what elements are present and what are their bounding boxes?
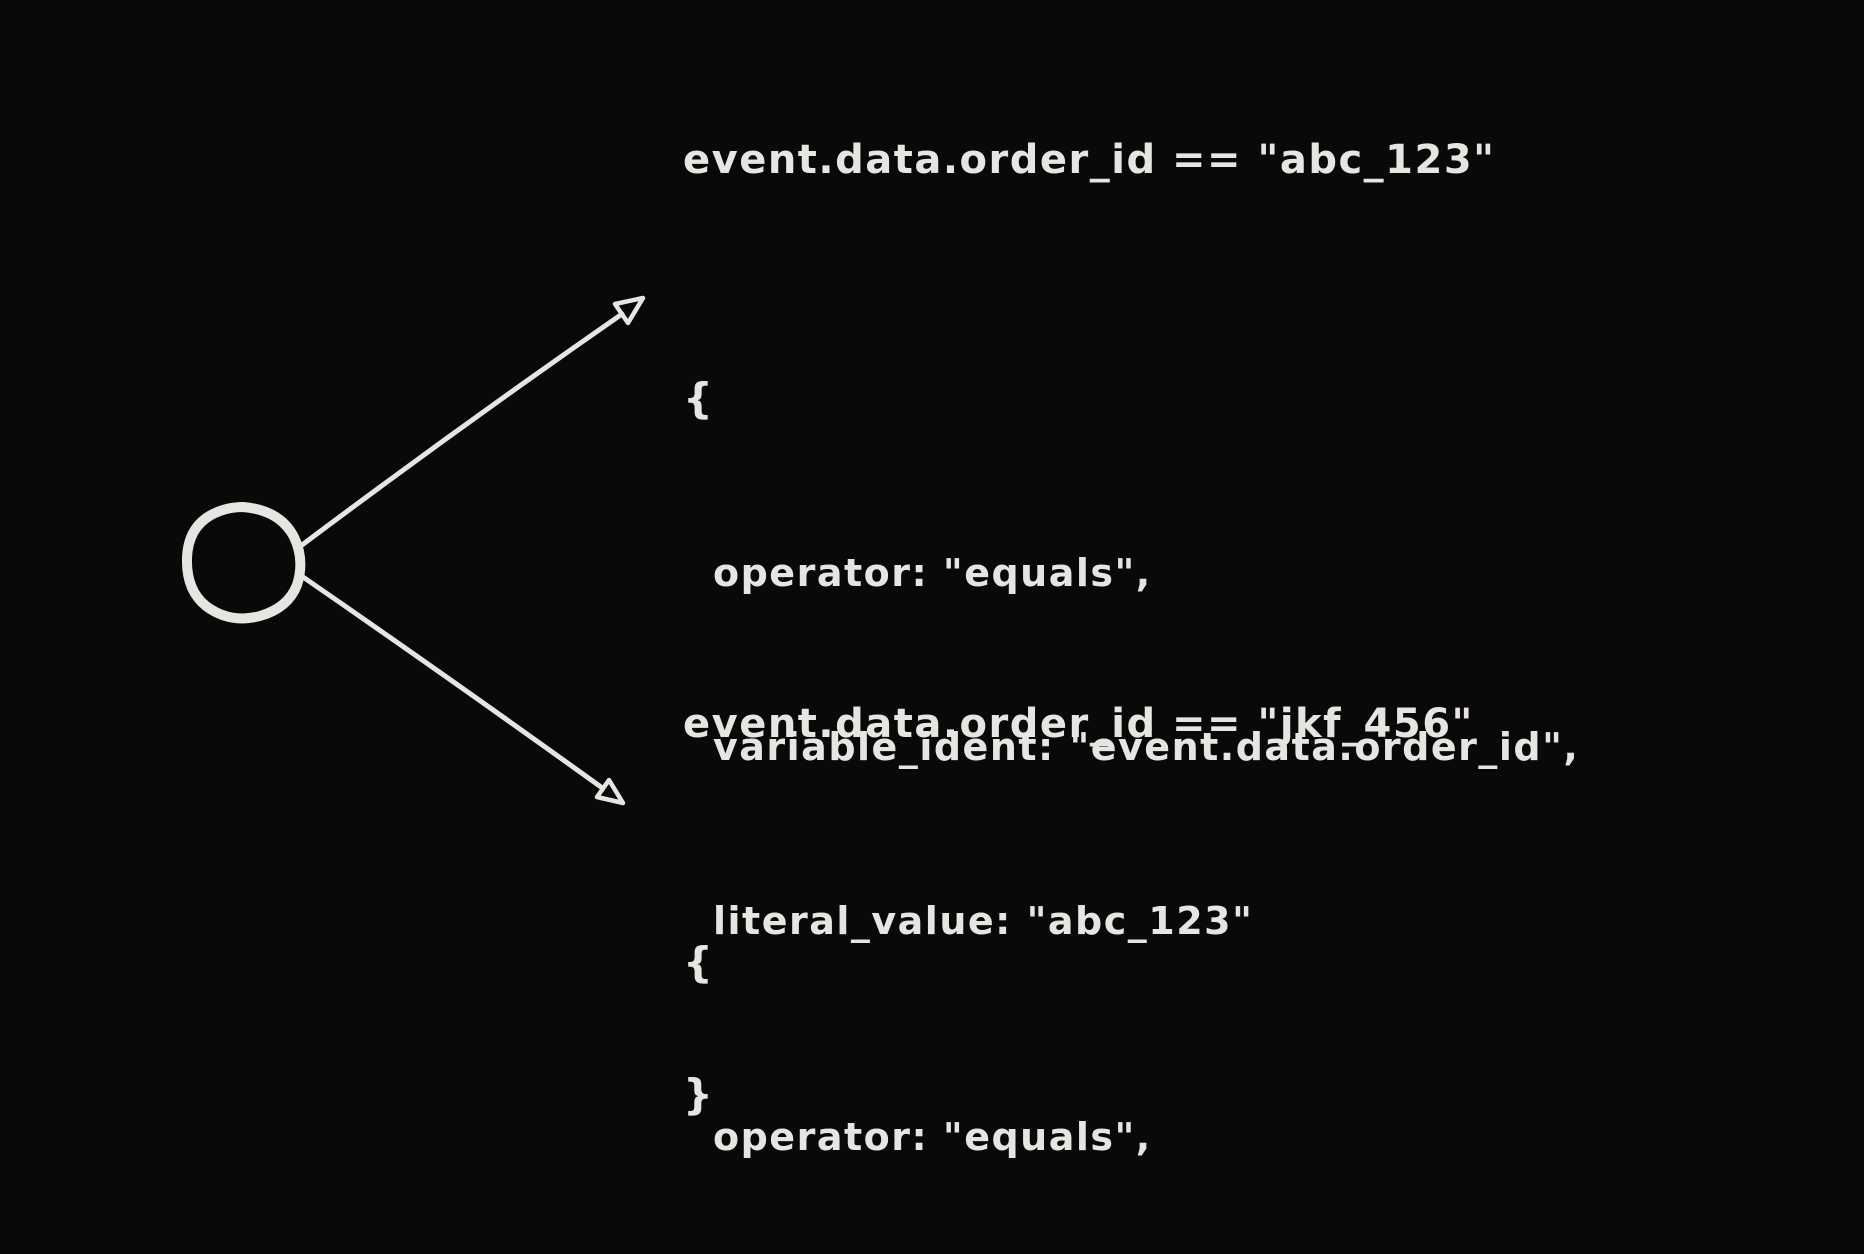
arrow-shaft bbox=[300, 574, 604, 790]
operator-line: operator: "equals", bbox=[713, 551, 1152, 595]
branch-2-object: { operator: "equals", variable_ident: "e… bbox=[683, 818, 1579, 1254]
branch-1-object: { operator: "equals", variable_ident: "e… bbox=[683, 254, 1579, 1240]
open-brace: { bbox=[683, 938, 715, 987]
literal-value-line: literal_value: "abc_123" bbox=[713, 899, 1254, 943]
arrow-to-branch-1[interactable] bbox=[299, 295, 646, 548]
branch-2-code-block[interactable]: event.data.order_id == "jkf_456" { opera… bbox=[683, 662, 1579, 1254]
branch-1-expression: event.data.order_id == "abc_123" bbox=[683, 137, 1496, 183]
arrow-shaft bbox=[299, 311, 625, 548]
arrowhead-icon bbox=[594, 777, 626, 806]
variable-ident-line: variable_ident: "event.data.order_id", bbox=[713, 725, 1580, 769]
arrow-to-branch-2[interactable] bbox=[300, 574, 626, 806]
branch-1-code-block[interactable]: event.data.order_id == "abc_123" { opera… bbox=[683, 98, 1579, 1254]
arrowhead-icon bbox=[612, 295, 646, 326]
circle-node[interactable] bbox=[181, 502, 306, 624]
branch-2-expression: event.data.order_id == "jkf_456" bbox=[683, 701, 1474, 747]
open-brace: { bbox=[683, 374, 715, 423]
close-brace: } bbox=[683, 1070, 715, 1119]
circle-node-shape[interactable] bbox=[181, 502, 306, 624]
operator-line: operator: "equals", bbox=[713, 1115, 1152, 1159]
